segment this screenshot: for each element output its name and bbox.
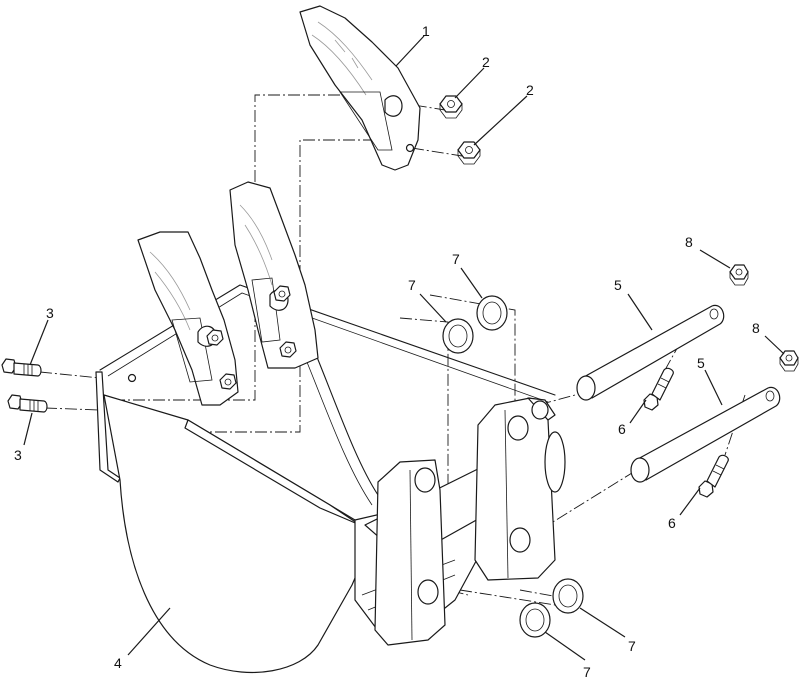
nut-8-upper xyxy=(729,264,749,286)
callout-8-lower: 8 xyxy=(752,320,760,336)
mounting-ear-rear xyxy=(474,397,566,581)
washer-7-lower-left xyxy=(519,602,551,638)
callout-labels: 1 2 2 3 3 4 5 5 6 6 7 7 7 7 8 8 xyxy=(14,23,760,680)
callout-3-lower: 3 xyxy=(14,447,22,463)
callout-7-lower-right: 7 xyxy=(628,638,636,654)
callout-7-upper-left: 7 xyxy=(408,277,416,293)
callout-1: 1 xyxy=(422,23,430,39)
bolt-6-upper xyxy=(643,367,674,411)
callout-2-lower: 2 xyxy=(526,82,534,98)
callout-3-upper: 3 xyxy=(46,305,54,321)
nut-2-upper xyxy=(439,95,463,119)
washer-7-upper-left xyxy=(442,318,474,354)
leader-lines xyxy=(23,35,785,661)
callout-8-upper: 8 xyxy=(685,234,693,250)
pin-5-upper xyxy=(576,304,725,401)
washer-7-upper-right xyxy=(476,295,508,331)
callout-6-lower: 6 xyxy=(668,515,676,531)
callout-7-lower-left: 7 xyxy=(583,664,591,680)
nut-8-lower xyxy=(779,350,799,372)
callout-7-upper-right: 7 xyxy=(452,251,460,267)
callout-4: 4 xyxy=(114,655,122,671)
callout-5-lower: 5 xyxy=(697,355,705,371)
callout-2-upper: 2 xyxy=(482,54,490,70)
bolt-3-upper xyxy=(1,358,42,377)
mounting-ear-front xyxy=(374,459,446,646)
nut-2-lower xyxy=(457,141,481,165)
washer-7-lower-right xyxy=(552,578,584,614)
installed-nuts xyxy=(206,285,297,390)
bolt-6-lower xyxy=(698,454,729,498)
bucket-tooth-top xyxy=(299,5,421,171)
callout-5-upper: 5 xyxy=(614,277,622,293)
bolt-3-lower xyxy=(7,394,48,413)
pin-5-lower xyxy=(630,386,781,483)
callout-6-upper: 6 xyxy=(618,421,626,437)
bucket-tooth-middle xyxy=(229,181,319,369)
